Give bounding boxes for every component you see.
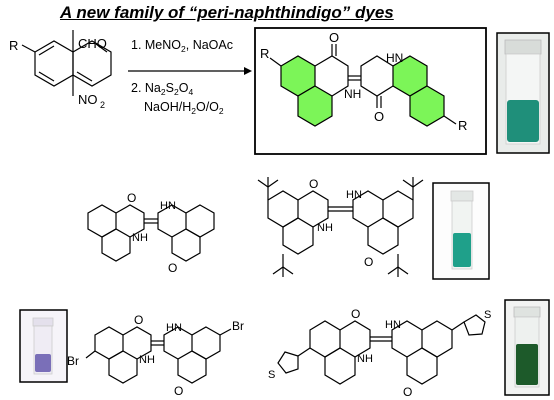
tbutyl-dye-structure: O O HN NH	[257, 177, 424, 277]
step1-text: 1. MeNO	[131, 38, 181, 52]
step2-line2a: NaOH/H	[144, 100, 191, 114]
product-structure-box: O O HN NH R R	[254, 27, 487, 155]
tbutyl-nh-label: NH	[317, 222, 333, 234]
vial-photo-teal	[496, 32, 550, 154]
dithienyl-nh-label: NH	[357, 353, 373, 365]
tbutyl-oxygen-top: O	[309, 177, 318, 191]
parent-hn-label: HN	[160, 200, 176, 212]
reactant-cho-label: CHO	[78, 36, 107, 51]
dibromo-dye-structure: Br Br O O HN NH	[67, 313, 244, 398]
reactant-nitro-sub: 2	[100, 100, 105, 110]
dithienyl-hn-label: HN	[385, 319, 401, 331]
step2-mid: S	[166, 81, 174, 95]
step2-sub3: 4	[188, 87, 193, 97]
step2-text: 2. Na	[131, 81, 161, 95]
product-hn-label: HN	[386, 51, 403, 65]
reaction-arrow	[128, 67, 252, 75]
parent-dye-structure: O O HN NH	[87, 191, 215, 275]
product-oxygen-top: O	[329, 30, 339, 45]
vial-photo-dark-green	[504, 299, 550, 396]
tbutyl-hn-label: HN	[346, 189, 362, 201]
tbutyl-oxygen-bottom: O	[364, 255, 373, 269]
vial-photo-purple	[19, 309, 68, 383]
thiophene-s-left: S	[268, 369, 275, 381]
step2-line2-sub2: 2	[219, 106, 224, 116]
dibromo-br-left: Br	[67, 354, 79, 368]
thiophene-s-right: S	[484, 309, 491, 321]
dibromo-oxygen-bottom: O	[174, 384, 183, 398]
dibromo-oxygen-top: O	[134, 313, 143, 327]
step1-rest: , NaOAc	[186, 38, 233, 52]
reactant-naphthalene: R CHO NO 2	[9, 30, 112, 110]
step1-sub: 2	[181, 44, 186, 54]
step2-line2-sub: 2	[191, 106, 196, 116]
step2-line2b: O/O	[196, 100, 219, 114]
svg-text:NaOH/H2O/O2: NaOH/H2O/O2	[144, 100, 224, 116]
dithienyl-oxygen-bottom: O	[403, 385, 412, 399]
product-r-left: R	[260, 46, 269, 61]
reaction-conditions: 1. MeNO2, NaOAc 2. Na2S2O4 NaOH/H2O/O2	[131, 38, 233, 116]
parent-oxygen-bottom: O	[168, 261, 177, 275]
reactant-r-label: R	[9, 38, 18, 53]
dithienyl-dye-structure: S S O O HN NH	[268, 307, 491, 399]
dibromo-nh-label: NH	[139, 354, 155, 366]
reactant-nitro-label: NO	[78, 92, 98, 107]
vial-photo-teal-2	[432, 182, 490, 280]
step2-sub1: 2	[161, 87, 166, 97]
product-oxygen-bottom: O	[374, 109, 384, 124]
product-nh-label: NH	[344, 87, 361, 101]
dithienyl-oxygen-top: O	[351, 307, 360, 321]
product-r-right: R	[458, 118, 467, 133]
step2-rest: O	[179, 81, 189, 95]
dibromo-hn-label: HN	[166, 322, 182, 334]
svg-text:1. MeNO2, NaOAc: 1. MeNO2, NaOAc	[131, 38, 233, 54]
page-title: A new family of “peri-naphthindigo” dyes	[60, 3, 394, 22]
dibromo-br-right: Br	[232, 319, 244, 333]
parent-nh-label: NH	[132, 232, 148, 244]
svg-text:2. Na2S2O4: 2. Na2S2O4	[131, 81, 193, 97]
step2-sub2: 2	[174, 87, 179, 97]
parent-oxygen-top: O	[127, 191, 136, 205]
